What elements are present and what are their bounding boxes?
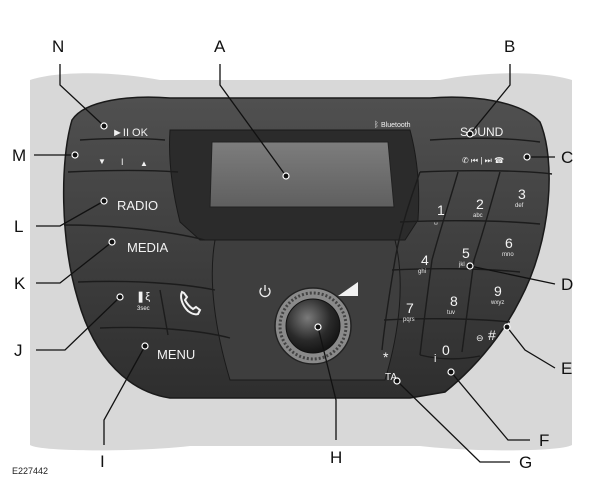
keypad-key-6-letters: mno [502,252,514,258]
keypad-key-6-digit: 6 [505,235,513,251]
clock-icon: ⊖ [476,333,484,343]
keypad-key-3-letters: def [515,203,524,209]
call-controls-icon: ✆ ⏮ | ⏭ ☎ [462,156,504,165]
keypad-key-9-digit: 9 [494,283,502,299]
callout-A: A [214,37,226,56]
keypad-key-8-digit: 8 [450,293,458,309]
keypad-key-7-digit: 7 [406,300,414,316]
bluetooth-icon: ᛒ [374,120,379,129]
phone-icon [180,290,202,316]
callout-L: L [14,217,23,236]
bluetooth-logo: ᛒ Bluetooth [374,120,411,129]
volume-power-knob [274,287,352,365]
sound-button-label: SOUND [460,125,504,139]
seek-divider: I [121,157,124,167]
zero-key-label: 0 [442,342,450,358]
callout-B: B [504,37,515,56]
power-icon [259,285,271,298]
callout-F: F [539,431,549,450]
callout-N: N [52,37,64,56]
seek-up-icon: ▲ [140,159,148,168]
keypad-key-4-letters: ghi [418,269,426,275]
radio-button-label: RADIO [117,198,158,213]
callout-J: J [14,341,23,360]
keypad-key-1-letters: ␣ [434,219,438,225]
callout-G: G [519,453,532,472]
keypad-key-7-letters: pqrs [403,317,415,323]
keypad-key-5-letters: jkl [458,262,465,268]
figure-id: E227442 [12,466,48,476]
keypad-key-3-digit: 3 [518,186,526,202]
volume-icon [338,282,358,296]
callout-I: I [100,452,105,471]
callout-D: D [561,275,573,294]
callout-C: C [561,148,573,167]
seek-down-icon: ▼ [98,157,106,166]
media-button-label: MEDIA [127,240,169,255]
voice-hold-label: 3sec [137,306,150,312]
voice-control-icon: ❚ξ [136,291,150,303]
display-screen [209,141,395,208]
keypad-key-9-letters: wxyz [490,300,504,306]
keypad-key-8-letters: tuv [447,310,455,316]
callout-K: K [14,274,26,293]
callout-H: H [330,448,342,467]
keypad-key-4-digit: 4 [421,252,429,268]
star-key-label: * [383,349,389,365]
hash-key-label: # [488,327,496,343]
bluetooth-label: Bluetooth [381,122,411,129]
menu-button-label: MENU [157,347,195,362]
play-pause-ok-label: ►II OK [112,127,149,139]
keypad-key-2-letters: abc [473,213,483,219]
keypad-key-2-digit: 2 [476,196,484,212]
keypad-key-1-digit: 1 [437,202,445,218]
callout-M: M [12,146,26,165]
callout-leaders [34,64,556,463]
ta-key-label: TA [385,372,397,383]
info-key-label: i [434,353,436,365]
callout-E: E [561,359,572,378]
keypad-key-5-digit: 5 [462,245,470,261]
